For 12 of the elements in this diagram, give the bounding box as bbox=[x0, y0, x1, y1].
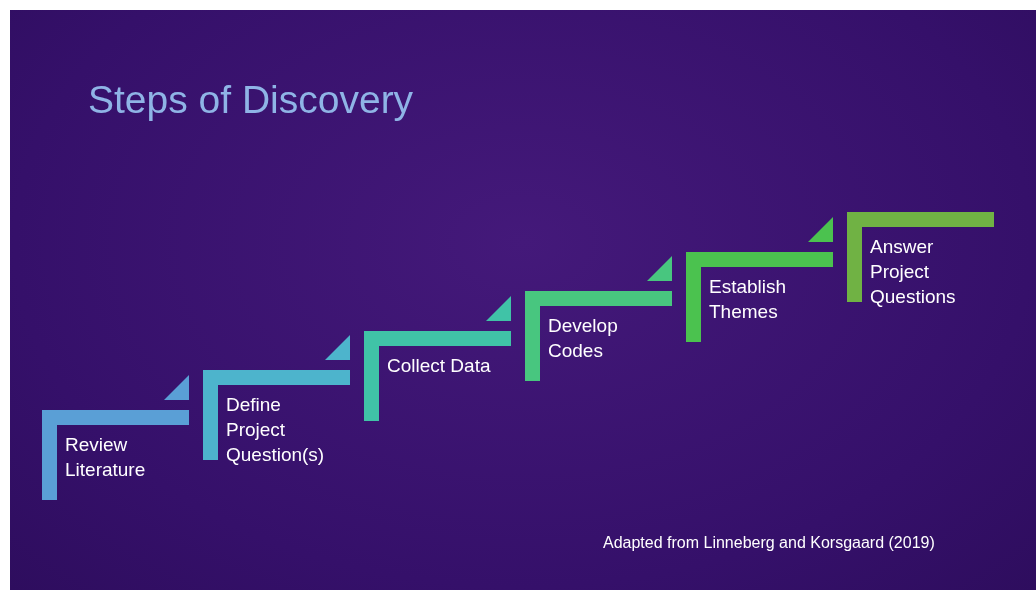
step-label: Answer Project Questions bbox=[870, 235, 957, 309]
step-label: Review Literature bbox=[65, 433, 147, 482]
step-label: Establish Themes bbox=[709, 274, 788, 324]
source-caption: Adapted from Linneberg and Korsgaard (2019) bbox=[603, 534, 935, 552]
step-label: Develop Codes bbox=[548, 314, 619, 364]
step-bracket bbox=[686, 216, 833, 342]
step-label: Define Project Question(s) bbox=[226, 393, 326, 468]
step-label: Collect Data bbox=[387, 353, 492, 378]
slide-title: Steps of Discovery bbox=[88, 78, 414, 122]
step-bracket bbox=[42, 375, 189, 500]
step-bracket bbox=[525, 256, 672, 382]
step-bracket bbox=[364, 295, 511, 421]
